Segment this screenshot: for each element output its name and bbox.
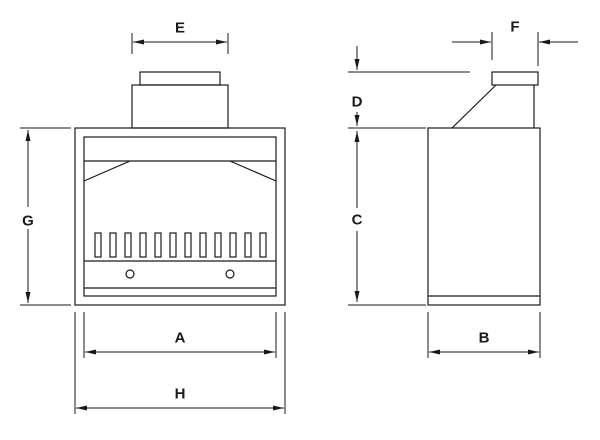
dimension-label-b: B: [479, 330, 490, 347]
left-fixing-hole: [125, 269, 135, 279]
dimension-f: F: [452, 19, 578, 66]
front-outer-outline: [74, 127, 286, 306]
grate-bar: [214, 232, 222, 258]
dimension-label-a: A: [175, 330, 186, 347]
grate-bar: [154, 232, 162, 258]
front-left-throat-line: [83, 160, 131, 182]
right-fixing-hole: [225, 269, 235, 279]
dimension-label-d: D: [352, 94, 363, 111]
dimension-label-h: H: [175, 386, 186, 403]
dimension-h: H: [74, 312, 286, 414]
grate-bar: [169, 232, 177, 258]
front-view: [74, 71, 286, 306]
side-flue-cap: [491, 71, 539, 86]
front-flue-cap: [139, 71, 221, 86]
dimension-label-c: C: [352, 212, 363, 229]
front-inner-outline: [83, 136, 277, 297]
front-flue-stack: [131, 84, 229, 129]
grate-bar: [94, 232, 102, 258]
grate-bar: [229, 232, 237, 258]
dimension-b: B: [427, 312, 541, 358]
side-view: [427, 71, 541, 306]
grate-bar: [244, 232, 252, 258]
dimension-g: G: [20, 127, 71, 306]
dimension-label-f: F: [510, 19, 519, 36]
dimension-e: E: [131, 20, 229, 54]
front-right-throat-line: [229, 160, 277, 182]
dimension-d: D: [348, 46, 470, 129]
grate-bar: [139, 232, 147, 258]
side-outline: [427, 127, 541, 306]
dimension-c: C: [348, 131, 426, 306]
dimension-label-g: G: [22, 213, 34, 230]
side-slope-line: [451, 84, 497, 129]
grate-bar: [184, 232, 192, 258]
dimension-label-e: E: [175, 20, 185, 37]
grate-bar: [124, 232, 132, 258]
grate-bars: [94, 232, 267, 258]
grate-bar: [199, 232, 207, 258]
grate-bar: [109, 232, 117, 258]
dimension-a: A: [83, 312, 277, 358]
grate-bar: [259, 232, 267, 258]
